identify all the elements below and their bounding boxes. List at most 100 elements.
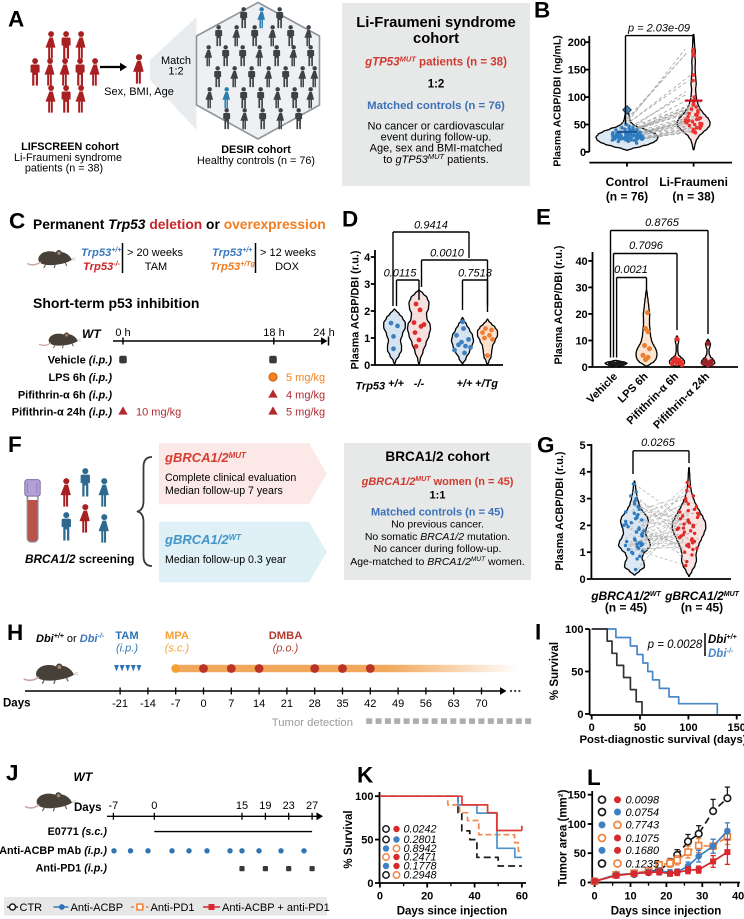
svg-text:WT: WT <box>74 770 94 784</box>
svg-text:50: 50 <box>361 835 373 847</box>
svg-text:100: 100 <box>679 722 697 734</box>
svg-text:Plasma ACBP/DBI (r.u.): Plasma ACBP/DBI (r.u.) <box>553 245 565 364</box>
svg-text:4 mg/kg: 4 mg/kg <box>286 390 325 402</box>
svg-text:150: 150 <box>568 65 586 77</box>
svg-text:E0771 (s.c.): E0771 (s.c.) <box>48 826 108 838</box>
svg-text:DMBA: DMBA <box>269 630 303 642</box>
svg-text:No cancer or cardiovascular: No cancer or cardiovascular <box>368 121 505 133</box>
svg-text:Healthy controls (n = 76): Healthy controls (n = 76) <box>197 155 315 167</box>
svg-text:0.0010: 0.0010 <box>430 248 465 260</box>
svg-text:Li-Fraumeni syndrome: Li-Fraumeni syndrome <box>356 15 516 31</box>
svg-text:+/Tg: +/Tg <box>475 378 498 390</box>
svg-text:% Survival: % Survival <box>343 810 355 868</box>
svg-text:0.0021: 0.0021 <box>614 264 648 276</box>
svg-text:Days since injection: Days since injection <box>611 906 722 918</box>
svg-text:BRCA1/2 cohort: BRCA1/2 cohort <box>385 449 490 464</box>
svg-text:Matched controls (n = 45): Matched controls (n = 45) <box>371 507 504 519</box>
svg-text:Plasma ACBP/DBI (ng/mL): Plasma ACBP/DBI (ng/mL) <box>552 35 564 166</box>
svg-text:Median follow-up 7 years: Median follow-up 7 years <box>165 485 283 497</box>
svg-text:Trp53+/+: Trp53+/+ <box>81 247 121 259</box>
svg-text:> 20 weeks: > 20 weeks <box>127 247 183 259</box>
svg-text:20: 20 <box>421 891 433 903</box>
svg-text:60: 60 <box>516 891 528 903</box>
svg-text:14: 14 <box>253 698 265 710</box>
svg-text:-14: -14 <box>140 698 156 710</box>
svg-text:BRCA1/2 screening: BRCA1/2 screening <box>25 552 135 566</box>
svg-text:0: 0 <box>377 891 383 903</box>
svg-text:Anti-ACBP mAb (i.p.): Anti-ACBP mAb (i.p.) <box>0 845 107 857</box>
svg-text:Pifithrin-α 24h (i.p.): Pifithrin-α 24h (i.p.) <box>12 407 113 419</box>
svg-text:TAM: TAM <box>145 261 167 273</box>
svg-text:0 h: 0 h <box>115 327 130 339</box>
svg-text:(i.p.): (i.p.) <box>116 643 138 655</box>
svg-text:Trp53: Trp53 <box>355 381 385 393</box>
svg-text:30: 30 <box>575 282 587 294</box>
svg-text:50: 50 <box>574 119 586 131</box>
svg-text:100: 100 <box>568 819 586 831</box>
svg-text:0: 0 <box>582 362 588 374</box>
svg-text:No cancer during follow-up.: No cancer during follow-up. <box>374 543 502 555</box>
svg-text:0.1235: 0.1235 <box>626 858 661 870</box>
svg-text:0: 0 <box>367 878 373 890</box>
svg-text:0.8765: 0.8765 <box>645 217 680 229</box>
svg-text:56: 56 <box>420 698 432 710</box>
svg-text:0.2801: 0.2801 <box>404 834 437 846</box>
svg-text:F: F <box>8 432 22 457</box>
svg-text:7: 7 <box>228 698 234 710</box>
svg-text:(n = 45): (n = 45) <box>681 601 723 615</box>
svg-text:Median follow-up 0.3 year: Median follow-up 0.3 year <box>165 554 287 566</box>
svg-text:24 h: 24 h <box>313 327 334 339</box>
svg-text:(n = 45): (n = 45) <box>605 601 647 615</box>
svg-text:1:2: 1:2 <box>428 79 445 91</box>
svg-text:No previous cancer.: No previous cancer. <box>391 519 484 531</box>
svg-text:Age, sex and BMI-matched: Age, sex and BMI-matched <box>370 143 503 155</box>
svg-text:0.1075: 0.1075 <box>626 833 661 845</box>
svg-text:Sex, BMI, Age: Sex, BMI, Age <box>104 86 174 98</box>
svg-text:Dbi+/+ or Dbi-/-: Dbi+/+ or Dbi-/- <box>36 633 105 645</box>
svg-text:Trp53+/Tg: Trp53+/Tg <box>210 261 256 273</box>
svg-text:28: 28 <box>309 698 321 710</box>
svg-text:A: A <box>8 7 24 32</box>
svg-text:I: I <box>535 620 541 645</box>
svg-text:70: 70 <box>475 698 487 710</box>
svg-text:Anti-ACBP: Anti-ACBP <box>71 902 124 914</box>
svg-text:0: 0 <box>580 147 586 159</box>
svg-text:Complete clinical evaluation: Complete clinical evaluation <box>165 472 296 484</box>
svg-text:DOX: DOX <box>275 261 300 273</box>
svg-text:4: 4 <box>364 252 371 264</box>
svg-text:(s.c.): (s.c.) <box>165 643 190 655</box>
svg-text:-/-: -/- <box>414 378 425 390</box>
svg-text:0.0242: 0.0242 <box>404 824 437 836</box>
svg-text:Post-diagnostic survival (days: Post-diagnostic survival (days) <box>580 734 744 746</box>
svg-text:1: 1 <box>364 333 370 345</box>
svg-text:gBRCA1/2MUT: gBRCA1/2MUT <box>664 589 740 603</box>
svg-text:event during follow-up.: event during follow-up. <box>381 132 492 144</box>
svg-text:Tumor detection: Tumor detection <box>272 717 353 729</box>
svg-text:J: J <box>6 761 19 786</box>
svg-text:0.2471: 0.2471 <box>404 852 437 864</box>
svg-text:gBRCA1/2WT: gBRCA1/2WT <box>590 589 661 603</box>
svg-text:Days since injection: Days since injection <box>397 906 508 918</box>
svg-text:0.8942: 0.8942 <box>404 843 437 855</box>
svg-text:Trp53-/-: Trp53-/- <box>83 261 121 273</box>
svg-text:p = 0.0028: p = 0.0028 <box>647 639 703 651</box>
svg-text:Anti-PD1 (i.p.): Anti-PD1 (i.p.) <box>36 863 108 875</box>
svg-text:0: 0 <box>200 698 206 710</box>
svg-text:40: 40 <box>732 891 744 903</box>
svg-text:Anti-ACBP + anti-PD1: Anti-ACBP + anti-PD1 <box>222 902 330 914</box>
svg-text:LPS 6h (i.p.): LPS 6h (i.p.) <box>48 372 112 384</box>
svg-text:50: 50 <box>574 848 586 860</box>
svg-text:Days: Days <box>3 698 31 710</box>
svg-text:-21: -21 <box>112 698 128 710</box>
svg-text:B: B <box>534 0 550 23</box>
svg-text:-7: -7 <box>171 698 181 710</box>
svg-text:Matched controls (n = 76): Matched controls (n = 76) <box>367 100 505 112</box>
svg-text:0.7513: 0.7513 <box>458 268 493 280</box>
svg-text:19: 19 <box>259 800 271 812</box>
svg-text:Pifithrin-α 6h (i.p.): Pifithrin-α 6h (i.p.) <box>18 390 112 402</box>
svg-text:0: 0 <box>579 574 585 586</box>
svg-text:Tumor area (mm²): Tumor area (mm²) <box>558 789 570 886</box>
svg-text:0.0754: 0.0754 <box>626 807 660 819</box>
svg-text:0: 0 <box>580 877 586 889</box>
svg-text:TAM: TAM <box>115 630 138 642</box>
